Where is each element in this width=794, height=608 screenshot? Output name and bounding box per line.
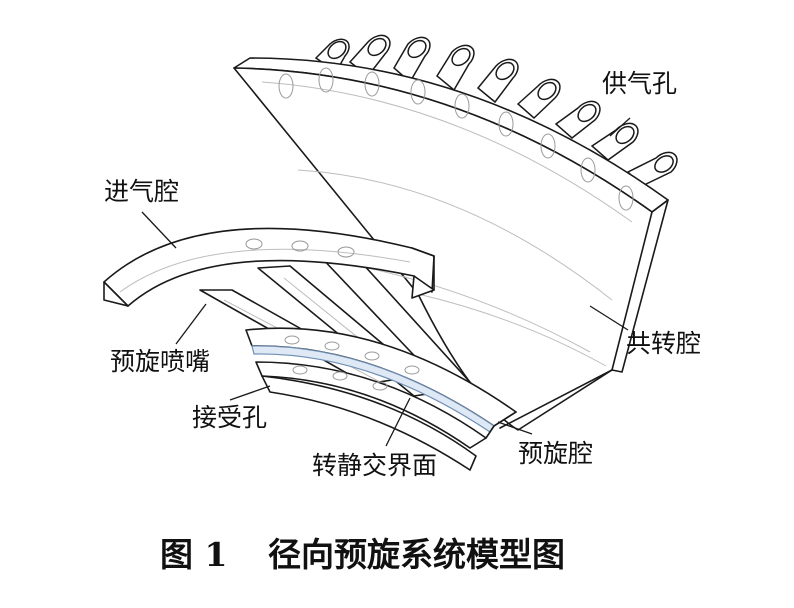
leader-preswirl-cavity [497,421,533,435]
leader-lines [141,117,631,447]
corotating-cavity-shell [233,57,669,431]
label-preswirl-nozzle: 预旋喷嘴 [110,347,210,376]
label-corotating-cavity: 共转腔 [626,329,701,358]
supply-pipe [516,78,561,120]
supply-pipe [393,36,431,84]
supply-pipe [590,122,639,161]
leader-rotor-stator-interface [385,397,411,447]
label-receiver-holes: 接受孔 [192,403,267,432]
label-rotor-stator-interface: 转静交界面 [312,451,437,480]
supply-pipe [476,58,519,104]
supply-pipe [348,34,391,78]
supply-pipe [314,38,350,74]
receiver-disk [261,375,477,471]
leader-receiver-holes [229,385,271,401]
label-supply-holes: 供气孔 [602,69,677,98]
supply-pipe [436,44,475,92]
figure-title: 径向预旋系统模型图 [268,535,565,574]
inlet-cavity-body [103,227,435,307]
leader-supply-holes [609,117,631,137]
supply-pipes [314,34,678,187]
label-preswirl-cavity: 预旋腔 [518,439,593,468]
supply-pipe [554,100,601,139]
supply-pipe [626,151,678,187]
leader-preswirl-nozzle [175,303,207,345]
supply-hole-outlines [278,67,634,211]
preswirl-cavity-strip [245,327,517,449]
label-inlet-cavity: 进气腔 [104,177,179,206]
figure-number: 图 1 [160,535,227,574]
leader-corotating-cavity [589,305,629,331]
leader-inlet-cavity [141,211,177,249]
